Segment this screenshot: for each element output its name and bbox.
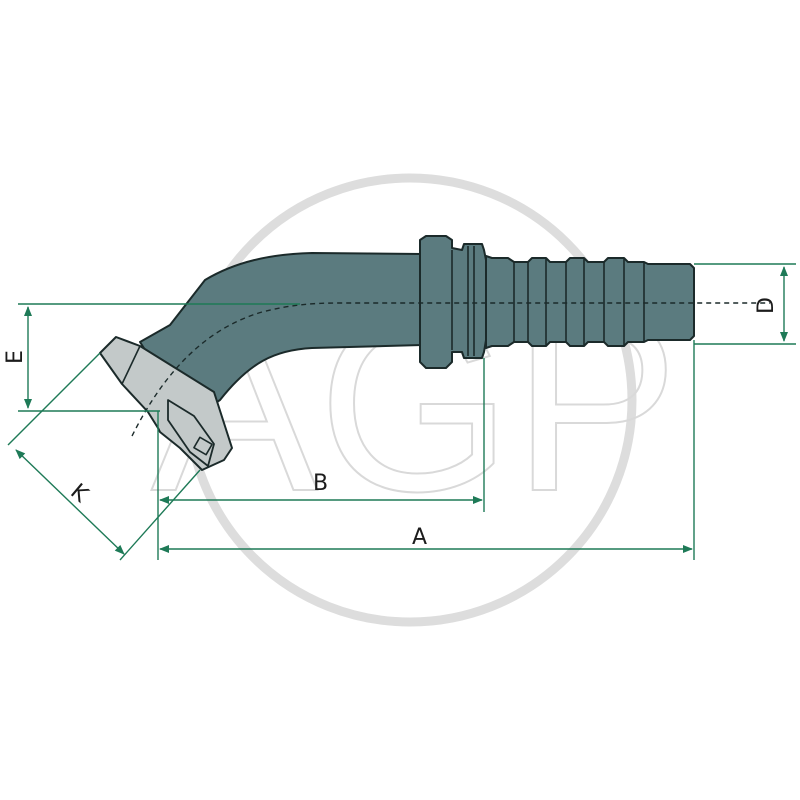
- extension-line-k-bottom: [119, 469, 201, 561]
- centerlines: [131, 302, 770, 437]
- flange-edge: [121, 345, 141, 385]
- fitting-collar: [419, 235, 487, 369]
- dimension-label-a: A: [412, 525, 427, 550]
- extension-line-k-top: [7, 352, 101, 446]
- watermark: AGP: [150, 173, 680, 627]
- dimension-label-k: K: [65, 479, 93, 508]
- dimension-lines: [7, 263, 796, 561]
- fitting-tail: [485, 255, 695, 349]
- flange-slot: [193, 436, 213, 456]
- fitting-centerline: [131, 302, 770, 437]
- barb-lines: [451, 246, 645, 356]
- dimension-label-d: D: [754, 297, 779, 314]
- hose-fitting: [99, 235, 695, 471]
- dimension-label-b: B: [313, 471, 328, 496]
- dimension-k-arrow: [15, 449, 125, 555]
- dimension-label-e: E: [3, 350, 28, 364]
